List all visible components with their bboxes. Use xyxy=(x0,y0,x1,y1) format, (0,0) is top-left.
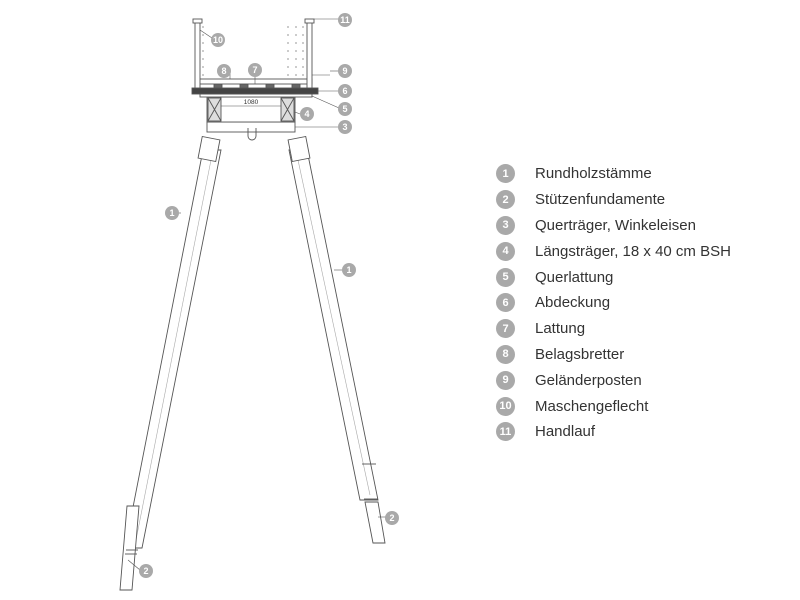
dimension-label: 1080 xyxy=(244,99,259,106)
callout-cross-beam: 3 xyxy=(338,120,352,134)
legend-label: Belagsbretter xyxy=(535,345,625,363)
svg-text:6: 6 xyxy=(342,86,347,96)
callout-wire-mesh: 10 xyxy=(211,33,225,47)
cross-beam-angle-iron xyxy=(206,121,296,141)
callout-round-log-left: 1 xyxy=(165,206,179,220)
legend-label: Lattung xyxy=(535,320,586,338)
legend-item: 11 Handlauf xyxy=(496,419,731,445)
post-foundation-left xyxy=(119,505,140,591)
legend-number-badge: 8 xyxy=(496,344,515,364)
callout-round-log-right: 1 xyxy=(342,263,356,277)
svg-text:2: 2 xyxy=(143,566,148,576)
legend-item: 10 Maschengeflecht xyxy=(496,393,731,419)
svg-text:8: 8 xyxy=(221,66,226,76)
wire-mesh xyxy=(202,26,304,78)
svg-text:1: 1 xyxy=(346,265,351,275)
legend-item: 3 Querträger, Winkeleisen xyxy=(496,213,731,239)
legend-number-badge: 1 xyxy=(496,164,515,184)
callout-foundation-right: 2 xyxy=(385,511,399,525)
battens xyxy=(213,83,301,89)
legend-label: Maschengeflecht xyxy=(535,397,649,415)
legend-item: 8 Belagsbretter xyxy=(496,342,731,368)
legend-item: 7 Lattung xyxy=(496,316,731,342)
svg-text:9: 9 xyxy=(342,66,347,76)
svg-text:7: 7 xyxy=(252,65,257,75)
legend-label: Rundholzstämme xyxy=(535,165,652,183)
legend-item: 6 Abdeckung xyxy=(496,290,731,316)
legend-label: Querträger, Winkeleisen xyxy=(535,216,696,234)
callout-deck-boards: 8 xyxy=(217,64,231,78)
svg-text:5: 5 xyxy=(342,104,347,114)
callout-railing-posts: 9 xyxy=(338,64,352,78)
legend-item: 4 Längsträger, 18 x 40 cm BSH xyxy=(496,238,731,264)
legend-number-badge: 4 xyxy=(496,241,515,261)
legend-number-badge: 11 xyxy=(496,422,515,442)
callout-longitudinal-beams: 4 xyxy=(300,107,314,121)
deck-boards xyxy=(195,78,313,85)
cover-deck xyxy=(191,87,319,95)
legend-label: Abdeckung xyxy=(535,294,611,312)
legend-number-badge: 2 xyxy=(496,190,515,210)
svg-text:4: 4 xyxy=(304,109,309,119)
svg-text:2: 2 xyxy=(389,513,394,523)
railing-posts xyxy=(194,21,330,89)
legend-number-badge: 9 xyxy=(496,370,515,390)
legend-number-badge: 5 xyxy=(496,267,515,287)
legend-number-badge: 10 xyxy=(496,396,515,416)
svg-text:1: 1 xyxy=(169,208,174,218)
svg-text:11: 11 xyxy=(340,15,350,25)
round-log-right xyxy=(287,135,379,501)
legend-item: 1 Rundholzstämme xyxy=(496,161,731,187)
callout-battens: 7 xyxy=(248,63,262,77)
round-log-left xyxy=(124,135,222,549)
legend-label: Querlattung xyxy=(535,268,614,286)
handrail xyxy=(192,18,315,24)
legend-label: Handlauf xyxy=(535,423,596,441)
svg-text:10: 10 xyxy=(213,35,223,45)
legend-label: Stützenfundamente xyxy=(535,191,666,209)
leader-lines xyxy=(127,18,389,571)
callout-cross-battens: 5 xyxy=(338,102,352,116)
legend-label: Längsträger, 18 x 40 cm BSH xyxy=(535,242,731,260)
svg-text:3: 3 xyxy=(342,122,347,132)
callout-handrail: 11 xyxy=(338,13,352,27)
legend-label: Geländerposten xyxy=(535,371,642,389)
legend-number-badge: 6 xyxy=(496,293,515,313)
legend-number-badge: 3 xyxy=(496,215,515,235)
legend-item: 2 Stützenfundamente xyxy=(496,187,731,213)
callout-foundation-left: 2 xyxy=(139,564,153,578)
legend-number-badge: 7 xyxy=(496,319,515,339)
legend-item: 9 Geländerposten xyxy=(496,367,731,393)
post-foundation-right xyxy=(364,501,386,544)
callout-cover: 6 xyxy=(338,84,352,98)
longitudinal-beams-bsh xyxy=(206,96,296,123)
legend-item: 5 Querlattung xyxy=(496,264,731,290)
